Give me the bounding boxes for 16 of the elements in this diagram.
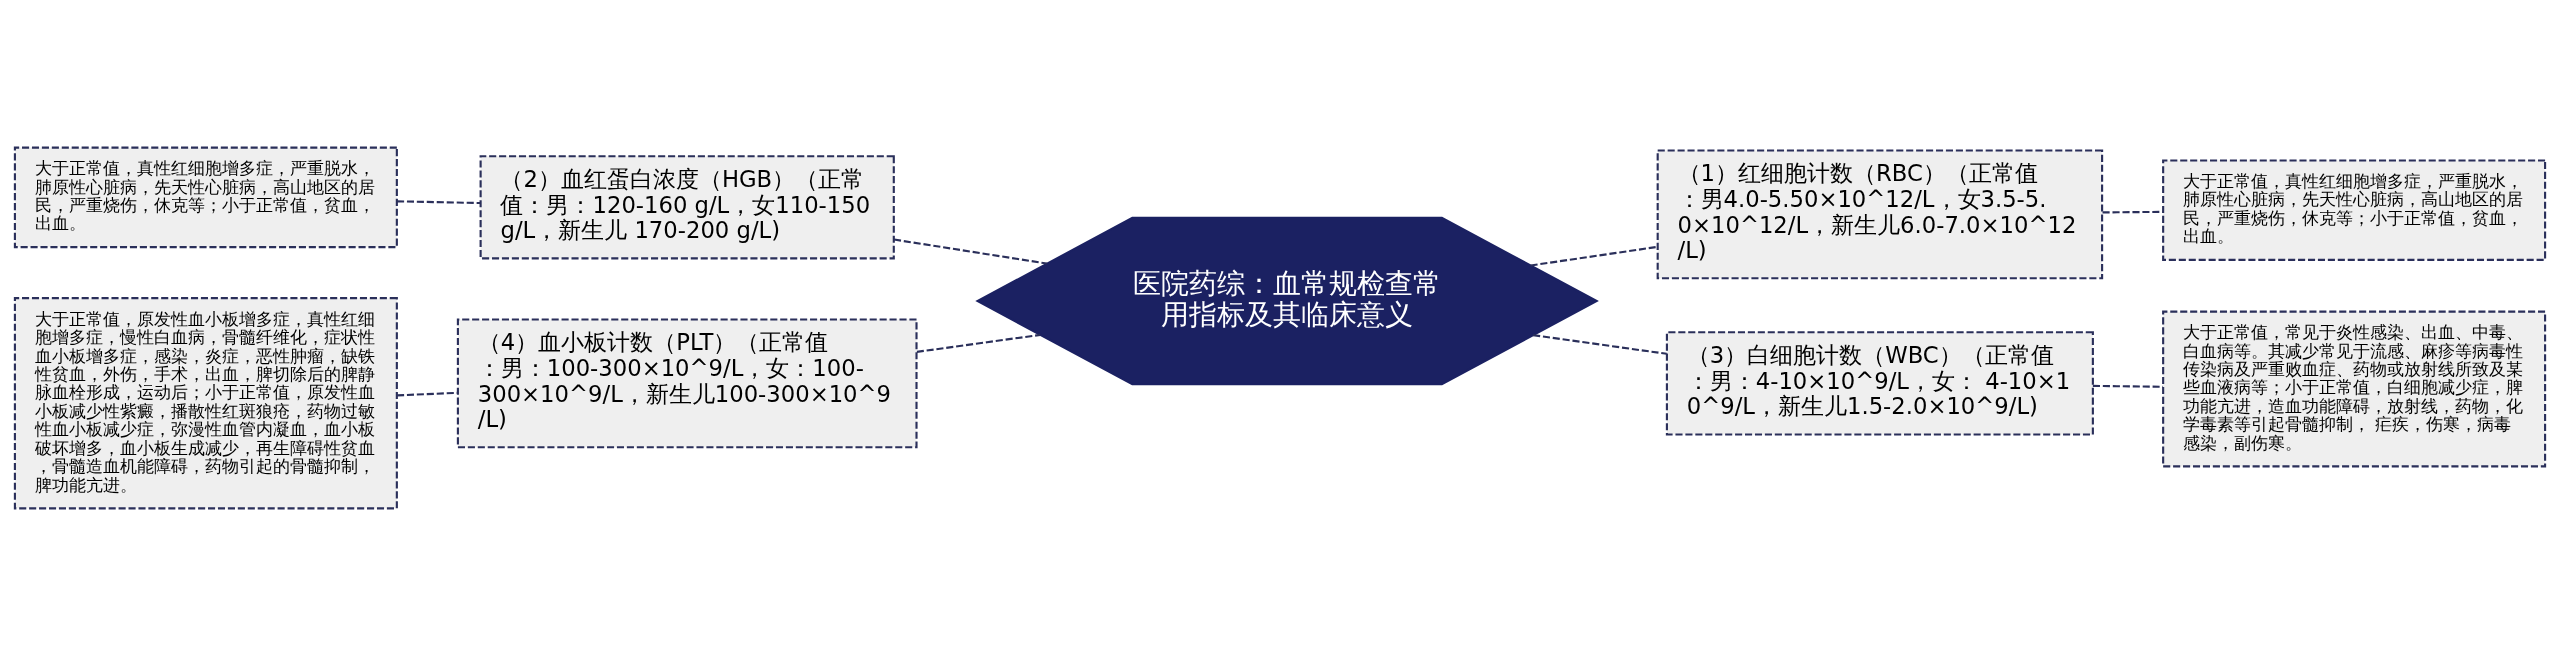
connector (916, 333, 1041, 353)
connector (893, 238, 1048, 265)
node-box: （4）血小板计数（PLT）（正常值：男：100-300×10^9/L，女：100-300×10^9/L，新生儿100-300×10^9/L) (456, 318, 918, 449)
connector (1533, 334, 1667, 355)
connector (397, 391, 458, 397)
node-box: 大于正常值，真性红细胞增多症，严重脱水，肺原性心脏病，先天性心脏病，高山地区的居民，严重烧伤，休克等；小于正常值，贫血，出血。 (2162, 159, 2547, 261)
connector (2102, 210, 2163, 214)
node-box: 大于正常值，原发性血小板增多症，真性红细胞增多症，慢性白血病，骨髓纤维化，症状性血小板增多症，感染，炎症，恶性肿瘤，缺铁性贫血，外伤，手术，出血，脾切除后的脾静脉血栓形成，运动后；小于正常值，原发性血小板减少性紫癜，播散性红斑狼疮，药物过敏性血小板减少症，弥漫性血管内凝血，血小板破坏增多，血小板生成减少，再生障碍性贫血，骨髓造血机能障碍，药物引起的骨髓抑制，脾功能亢进。 (13, 297, 398, 510)
node-box: （3）白细胞计数（WBC）（正常值：男：4-10×10^9/L，女： 4-10×10^9/L，新生儿1.5-2.0×10^9/L) (1665, 331, 2094, 436)
connector (2092, 384, 2164, 388)
node-box: 大于正常值，真性红细胞增多症，严重脱水，肺原性心脏病，先天性心脏病，高山地区的居民，严重烧伤，休克等；小于正常值，贫血，出血。 (13, 146, 398, 249)
node-box: （1）红细胞计数（RBC）（正常值：男4.0-5.50×10^12/L，女3.5-5.0×10^12/L，新生儿6.0-7.0×10^12/L) (1656, 149, 2104, 280)
connector (1530, 245, 1658, 267)
node-box: 大于正常值，常见于炎性感染、出血、中毒、白血病等。其减少常见于流感、麻疹等病毒性传染病及严重败血症、药物或放射线所致及某些血液病等；小于正常值，白细胞减少症，脾功能亢进，造血功能障碍，放射线，药物，化学毒素等引起骨髓抑制， 疟疾，伤寒，病毒感染，副伤寒。 (2162, 310, 2547, 468)
node-box: （2）血红蛋白浓度（HGB）（正常值：男：120-160 g/L，女110-150 g/L，新生儿 170-200 g/L) (479, 155, 895, 260)
connector (397, 200, 481, 205)
